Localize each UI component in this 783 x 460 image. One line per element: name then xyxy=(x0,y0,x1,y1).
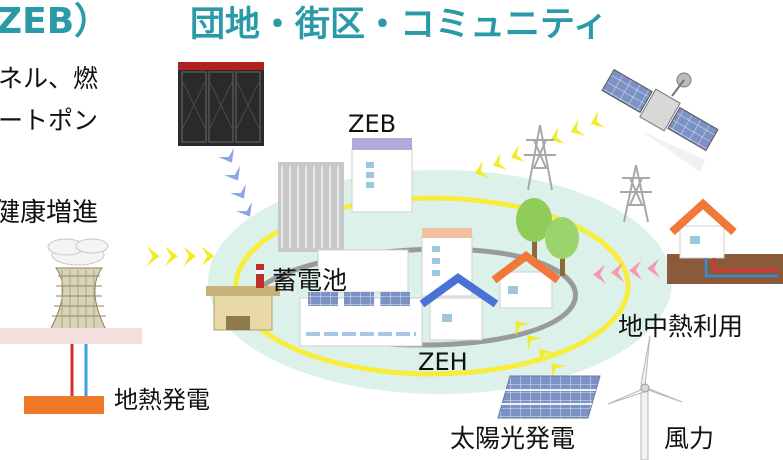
solar-power-label: 太陽光発電 xyxy=(450,424,576,453)
zeb-label: ZEB xyxy=(348,110,397,138)
server-rack-icon xyxy=(178,62,264,146)
cooling-tower-icon xyxy=(47,238,109,331)
ground-heat-label: 地中熱利用 xyxy=(618,312,744,341)
page-title: 団地・街区・コミュニティ xyxy=(190,5,608,45)
wind-turbine-icon xyxy=(607,335,683,460)
storage-battery-label: 蓄電池 xyxy=(272,266,348,295)
left-text-line-1: ネル、燃 xyxy=(0,64,99,93)
ground-heat-house-icon xyxy=(667,198,783,284)
solar-roof-building-icon xyxy=(299,249,423,347)
geothermal-power-label: 地熱発電 xyxy=(114,386,210,414)
storage-battery-building-icon xyxy=(206,264,280,331)
tree-icon xyxy=(516,198,579,276)
zeh-house-icon xyxy=(419,273,499,341)
house-orange-roof-icon xyxy=(491,251,561,309)
solar-panel-field-icon xyxy=(497,375,601,419)
transmission-tower-icon xyxy=(524,124,652,223)
satellite-icon xyxy=(601,68,719,172)
geothermal-flow-arrows xyxy=(147,246,215,266)
geothermal-pipes xyxy=(24,344,104,414)
wind-power-label: 風力 xyxy=(664,424,715,453)
transmission-flow-arrows xyxy=(471,111,605,183)
zeb-building-icon xyxy=(278,138,413,252)
left-text-line-3: 健康増進 xyxy=(0,198,99,228)
left-title-fragment: ZEB） xyxy=(0,1,111,42)
ground-strip xyxy=(0,328,142,344)
left-text-line-2: ートポン xyxy=(0,106,99,135)
zeh-label: ZEH xyxy=(418,348,468,376)
